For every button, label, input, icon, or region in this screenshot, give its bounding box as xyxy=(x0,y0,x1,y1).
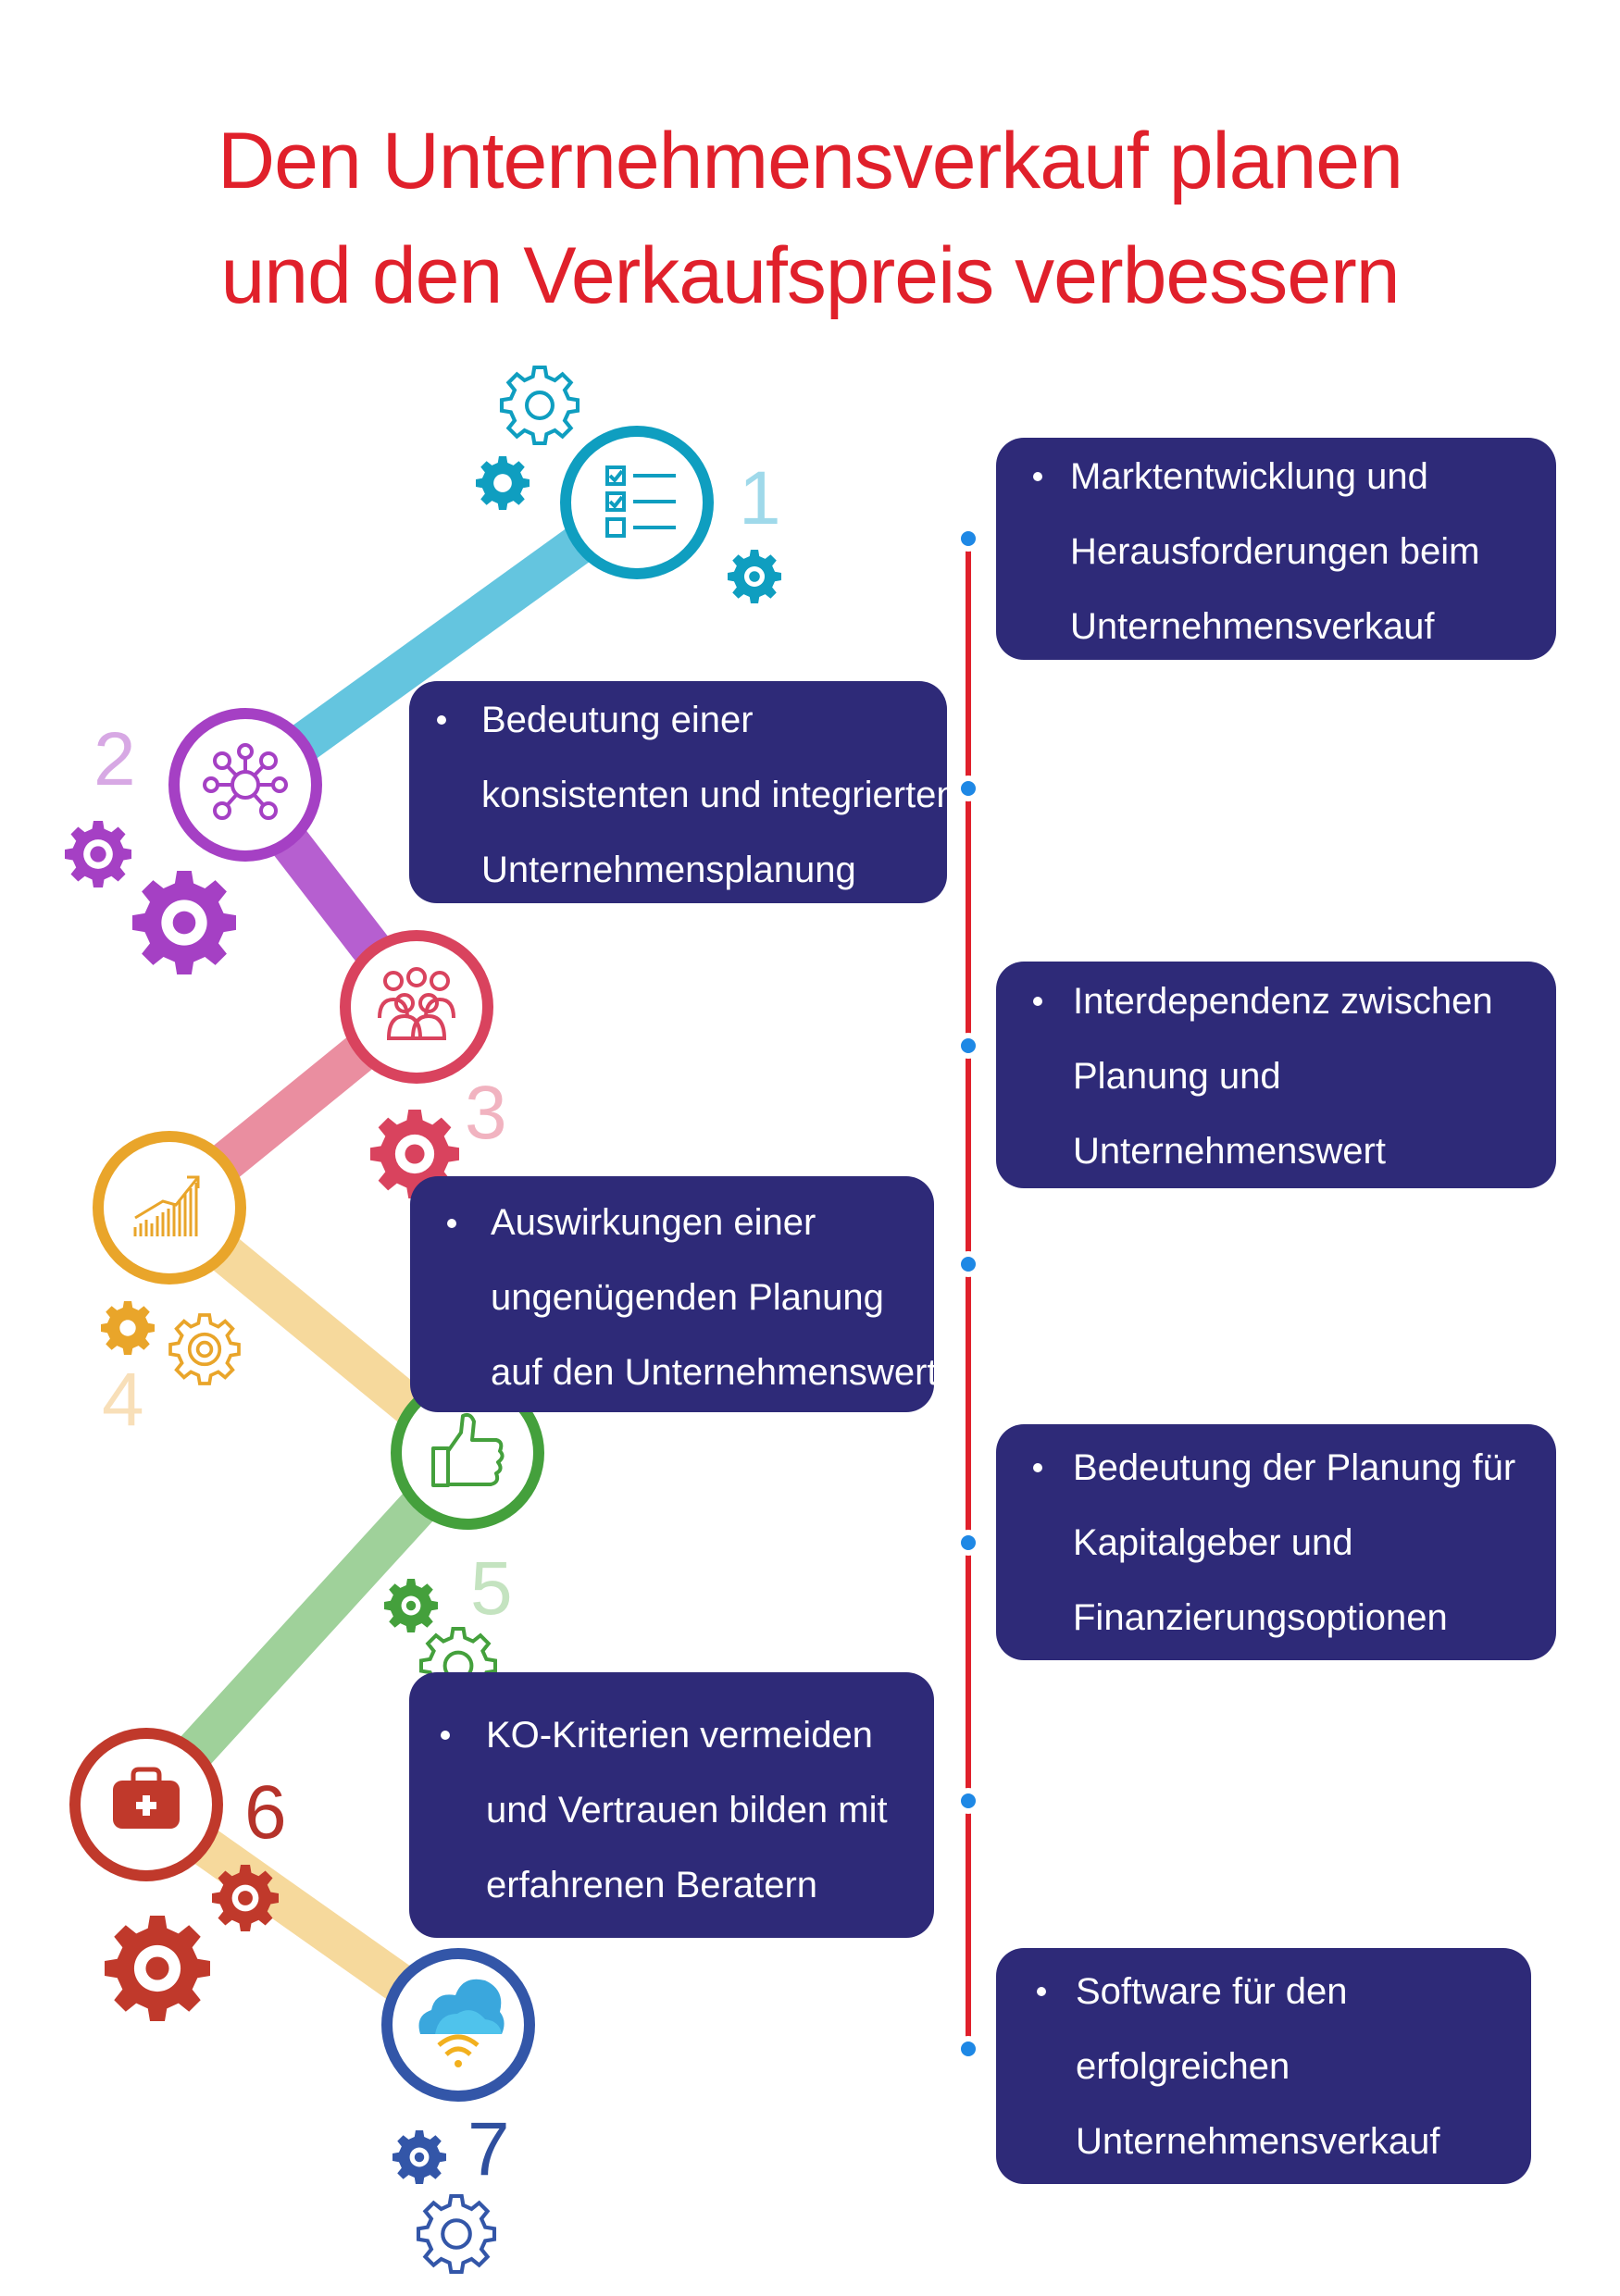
gear-icon xyxy=(384,1579,438,1632)
card-line: ungenügenden Planung xyxy=(491,1277,884,1318)
card-line: KO-Kriterien vermeiden xyxy=(486,1715,873,1756)
checklist-icon xyxy=(605,465,676,538)
card-step-4: Auswirkungen einer ungenügenden Planung … xyxy=(410,1176,938,1412)
title-line-2: und den Verkaufspreis verbessern xyxy=(220,231,1400,320)
network-icon xyxy=(203,743,288,820)
timeline xyxy=(955,526,981,2062)
path-segment-1-2 xyxy=(233,486,649,801)
step-number-3: 3 xyxy=(465,1071,507,1155)
card-line: Unternehmenswert xyxy=(1073,1131,1386,1172)
gear-icon xyxy=(418,2196,494,2272)
gear-icon xyxy=(212,1865,279,1931)
gear-icon xyxy=(393,2130,446,2184)
growth-chart-icon xyxy=(133,1175,200,1236)
step-1-circle xyxy=(560,426,714,579)
card-line: Finanzierungsoptionen xyxy=(1073,1597,1448,1638)
gear-icon xyxy=(65,821,131,887)
step-6-circle xyxy=(69,1728,223,1881)
card-line: auf den Unternehmenswert xyxy=(491,1352,938,1393)
step-number-7: 7 xyxy=(467,2107,510,2191)
bullet-icon xyxy=(437,715,446,725)
card-line: konsistenten und integrierten xyxy=(481,775,957,815)
card-line: Planung und xyxy=(1073,1056,1281,1097)
timeline-dot xyxy=(955,526,981,552)
gear-icon xyxy=(502,367,578,443)
card-line: Unternehmensverkauf xyxy=(1076,2121,1440,2162)
gear-icon xyxy=(476,456,530,510)
step-2-circle xyxy=(168,708,322,862)
people-group-icon xyxy=(378,967,455,1040)
timeline-dots xyxy=(955,526,981,2062)
title-line-1: Den Unternehmensverkauf planen xyxy=(218,117,1403,205)
card-line: Herausforderungen beim xyxy=(1070,531,1480,572)
page-title: Den Unternehmensverkauf planen und den V… xyxy=(0,104,1620,333)
card-line: Software für den xyxy=(1076,1971,1348,2012)
card-line: Marktentwicklung und xyxy=(1070,456,1428,497)
card-line: und Vertrauen bilden mit xyxy=(486,1790,888,1831)
card-line: Bedeutung einer xyxy=(481,700,754,740)
card-line: Interdependenz zwischen xyxy=(1073,981,1493,1022)
card-step-5: Bedeutung der Planung für Kapitalgeber u… xyxy=(996,1424,1556,1660)
card-line: erfahrenen Beratern xyxy=(486,1865,818,1905)
timeline-dot xyxy=(955,2036,981,2062)
card-line: erfolgreichen xyxy=(1076,2046,1290,2087)
step-number-6: 6 xyxy=(244,1770,287,1855)
step-number-1: 1 xyxy=(739,456,781,540)
gear-icon xyxy=(370,1110,459,1198)
gear-icon xyxy=(168,1313,241,1385)
step-3-circle xyxy=(340,930,493,1084)
bullet-icon xyxy=(1037,1987,1046,1996)
card-step-3: Interdependenz zwischen Planung und Unte… xyxy=(996,962,1556,1188)
thumbs-up-icon xyxy=(431,1412,505,1487)
timeline-dot xyxy=(955,1251,981,1277)
card-line: Kapitalgeber und xyxy=(1073,1522,1353,1563)
bullet-icon xyxy=(1033,472,1042,481)
gear-icon xyxy=(132,871,236,974)
card-step-1: Marktentwicklung und Herausforderungen b… xyxy=(996,438,1556,660)
bullet-icon xyxy=(1033,997,1042,1006)
timeline-dot xyxy=(955,1788,981,1814)
gear-icon xyxy=(105,1916,210,2021)
timeline-dot xyxy=(955,1033,981,1059)
step-4-circle xyxy=(93,1131,246,1285)
card-line: Auswirkungen einer xyxy=(491,1202,816,1243)
step-number-2: 2 xyxy=(93,717,136,801)
timeline-dot xyxy=(955,1530,981,1556)
bullet-icon xyxy=(447,1219,456,1228)
decorative-gears xyxy=(65,367,781,2272)
bullet-icon xyxy=(1033,1463,1042,1472)
card-step-7: Software für den erfolgreichen Unternehm… xyxy=(996,1948,1531,2184)
card-line: Bedeutung der Planung für xyxy=(1073,1447,1516,1488)
card-step-6: KO-Kriterien vermeiden und Vertrauen bil… xyxy=(409,1672,934,1938)
card-line: Unternehmensverkauf xyxy=(1070,606,1435,647)
step-number-4: 4 xyxy=(102,1358,144,1442)
medical-bag-icon xyxy=(113,1767,180,1829)
gear-icon xyxy=(728,550,781,603)
timeline-dot xyxy=(955,776,981,801)
step-7-circle xyxy=(381,1948,535,2102)
bullet-icon xyxy=(441,1731,450,1740)
card-line: Unternehmensplanung xyxy=(481,850,856,890)
card-step-2: Bedeutung einer konsistenten und integri… xyxy=(409,681,957,903)
gear-icon xyxy=(101,1301,155,1355)
path-segment-5-6 xyxy=(131,1439,483,1818)
step-number-5: 5 xyxy=(470,1546,513,1631)
cloud-wifi-icon xyxy=(418,1979,505,2067)
